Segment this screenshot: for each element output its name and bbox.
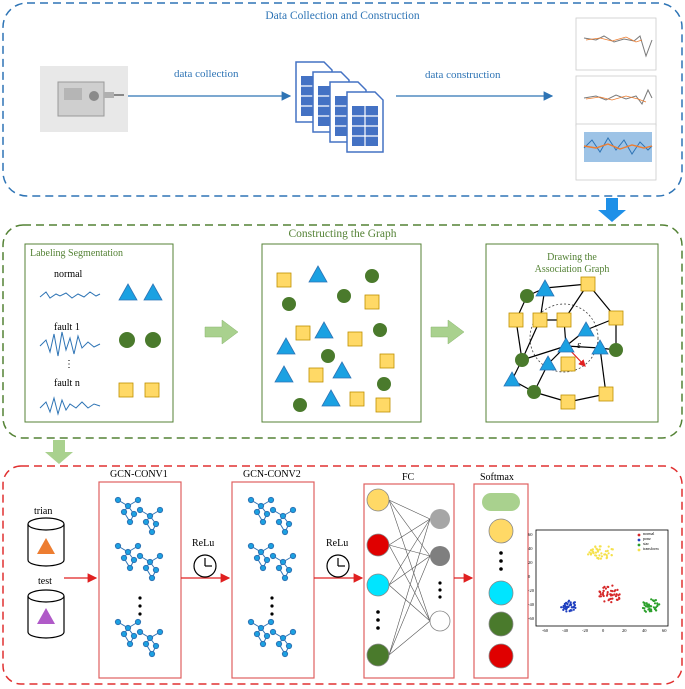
epsilon-label: ε [577,340,581,351]
fault1-signal [39,331,101,357]
legend-star: star [643,541,649,546]
test-database-icon [27,589,65,639]
scatter-y-tick: 0 [528,574,531,579]
fc-connections [388,499,431,656]
scatter-y-tick: -20 [528,588,534,593]
down-arrow-2 [45,440,73,464]
test-label: test [38,576,52,587]
scatter-y-tick: -40 [528,602,534,607]
scatter-x-tick: -40 [562,628,568,633]
scatter-legend [637,533,641,552]
scatter-x-tick: 0 [602,628,605,633]
faultn-square-2 [144,382,160,398]
class-label-normal: normal [54,269,83,280]
legend-transform: transform [643,546,659,551]
fc-left-neurons [366,488,390,667]
faultn-square-1 [118,382,134,398]
section2-border [2,224,683,439]
drawing-title-line2: Association Graph [534,264,610,275]
gcn-conv2-box [231,481,315,679]
scatter-x-tick: 40 [642,628,647,633]
class-label-faultn: fault n [54,378,80,389]
faultn-signal [39,396,101,416]
fault1-circle-2 [145,332,161,348]
drawing-title-line1: Drawing the [547,252,597,263]
gcn-graph-glyphs [114,496,297,658]
relu2-clock-icon [326,554,350,578]
scattered-nodes [274,265,395,413]
scatter-y-tick: -60 [528,616,534,621]
data-construction-label: data construction [425,69,501,81]
normal-triangle-2 [143,283,163,301]
gcn-conv1-box [98,481,182,679]
scatter-x-tick: -20 [582,628,588,633]
association-graph [503,276,624,410]
fault1-circle-1 [119,332,135,348]
section1-title: Data Collection and Construction [265,10,420,22]
section3-border [2,465,683,685]
train-database-icon [27,517,65,567]
spreadsheet-stack-icon [295,61,384,153]
data-collection-label: data collection [174,68,239,80]
fc-right-neurons [429,509,451,632]
fc-box [363,483,455,679]
node-scatter-box [261,243,422,423]
scatter-x-tick: 60 [662,628,667,633]
labeling-segmentation-box [24,243,174,423]
tsne-scatter-plot [535,529,669,627]
train-label: trian [34,506,53,517]
fc-label: FC [402,472,415,483]
relu2-label: ReLu [326,538,349,549]
scatter-x-tick: -60 [542,628,548,633]
gcn-conv1-label: GCN-CONV1 [110,469,168,480]
down-arrow-1 [598,198,626,222]
legend-ponz: ponz [643,536,651,541]
green-arrow-1 [204,319,239,345]
legend-normal: normal [643,531,655,536]
section2-title: Constructing the Graph [288,228,397,240]
scatter-x-tick: 20 [622,628,627,633]
sensor-device-image [40,66,128,132]
softmax-box [473,483,529,679]
signal-plot-thumbnails [575,17,657,181]
scatter-y-tick: 40 [528,546,533,551]
labeling-segmentation-title: Labeling Segmentation [30,248,124,259]
green-arrow-2 [430,319,465,345]
relu1-clock-icon [193,554,217,578]
section1-border [2,2,683,197]
scatter-y-tick: 60 [528,532,533,537]
association-graph-box [485,243,659,423]
class-label-fault1: fault 1 [54,322,80,333]
softmax-outputs [482,493,520,669]
gcn-conv2-label: GCN-CONV2 [243,469,301,480]
scatter-y-tick: 20 [528,560,533,565]
class-ellipsis: ⋮ [64,359,74,370]
normal-signal [39,291,101,299]
relu1-label: ReLu [192,538,215,549]
normal-triangle-1 [118,283,138,301]
softmax-label: Softmax [480,472,514,483]
